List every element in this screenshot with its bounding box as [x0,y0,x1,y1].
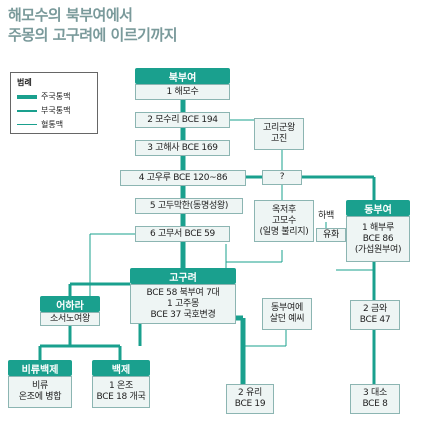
dongbuyeo-escape-line-2: 살던 예씨 [269,314,305,324]
eohara-box: 소서노여왕 [40,312,100,326]
legend-label-sub: 부국통맥 [41,106,71,115]
dongbuyeo-header: 동부여 [346,200,410,216]
title-line-2: 주몽의 고구려에 이르기까지 [8,26,178,44]
goguryeo-line-1: BCE 58 북부여 7대 [146,287,220,298]
yuhwa-box: 유화 [316,228,346,242]
dongbuyeo-king-1: 1 해부루 BCE 86 (가섭원부여) [346,216,410,262]
goriguk-line-1: 고리군왕 [263,123,295,133]
goguryeo-line-3: BCE 37 국호변경 [150,309,216,320]
goguryeo-header: 고구려 [130,268,236,284]
okjeo-line-3: (일명 불리지) [259,226,309,237]
legend-label-blood: 혈통맥 [41,120,64,129]
eohara-header: 어하라 [40,296,100,312]
baekje-box: 1 온조 BCE 18 개국 [92,376,150,408]
legend-line-sub [17,109,37,112]
baekje-line-1: 1 온조 [109,381,133,391]
bukbuyeo-king-6: 6 고무서 BCE 59 [135,226,230,242]
biryu-header: 비류백제 [8,360,72,376]
goguryeo-line-2: 1 고주몽 [167,298,199,309]
dongbuyeo-king-3: 3 대소 BCE 8 [350,384,400,414]
question-box: ? [262,170,302,185]
dongbuyeo-king-1-line-1: 1 해부루 [362,222,394,233]
yuri-line-1: 2 유리 [238,388,262,398]
legend-row-blood: 혈통맥 [17,119,63,130]
legend-row-sub: 부국통맥 [17,105,70,116]
okjeo-line-1: 옥저후 [272,204,296,215]
bukbuyeo-king-3: 3 고해사 BCE 169 [135,140,230,156]
dongbuyeo-king-1-line-3: (가섭원부여) [354,244,402,255]
dongbuyeo-king-3-line-1: 3 대소 [363,388,387,398]
haebaek-label: 하백 [318,211,334,221]
bukbuyeo-king-2: 2 모수리 BCE 194 [135,112,230,128]
legend-row-main: 주국통맥 [17,91,70,102]
bukbuyeo-king-5: 5 고두막한(동명성왕) [135,198,243,214]
goriguk-line-2: 고진 [271,134,287,144]
yuri-box: 2 유리 BCE 19 [226,384,274,414]
okjeo-box: 옥저후 고모수 (일명 불리지) [254,200,314,242]
yuri-line-2: BCE 19 [234,399,266,409]
biryu-line-2: 온조에 병합 [18,392,62,402]
dongbuyeo-escape-box: 동부여에 살던 예씨 [262,298,312,330]
bukbuyeo-header: 북부여 [135,68,230,84]
goriguk-box: 고리군왕 고진 [254,118,304,150]
goguryeo-box: BCE 58 북부여 7대 1 고주몽 BCE 37 국호변경 [130,284,236,324]
okjeo-line-2: 고모수 [272,215,296,226]
dongbuyeo-escape-line-1: 동부여에 [271,303,303,313]
biryu-line-1: 비류 [32,381,48,391]
dongbuyeo-king-2-line-2: BCE 47 [359,315,391,325]
bukbuyeo-king-1: 1 해모수 [135,84,230,100]
legend-title: 범례 [17,78,32,87]
baekje-header: 백제 [92,360,150,376]
legend-line-blood [17,124,37,125]
biryu-box: 비류 온조에 병합 [8,376,72,408]
bukbuyeo-king-4: 4 고우루 BCE 120~86 [120,170,246,186]
dongbuyeo-king-2: 2 금와 BCE 47 [350,300,400,330]
baekje-line-2: BCE 18 개국 [96,392,146,402]
dongbuyeo-king-2-line-1: 2 금와 [363,304,387,314]
legend: 범례 주국통맥 부국통맥 혈통맥 [10,72,98,134]
dongbuyeo-king-3-line-2: BCE 8 [362,399,388,409]
legend-label-main: 주국통맥 [41,92,71,101]
title-line-1: 해모수의 북부여에서 [8,6,133,24]
dongbuyeo-king-1-line-2: BCE 86 [362,233,394,244]
legend-line-main [17,94,37,99]
